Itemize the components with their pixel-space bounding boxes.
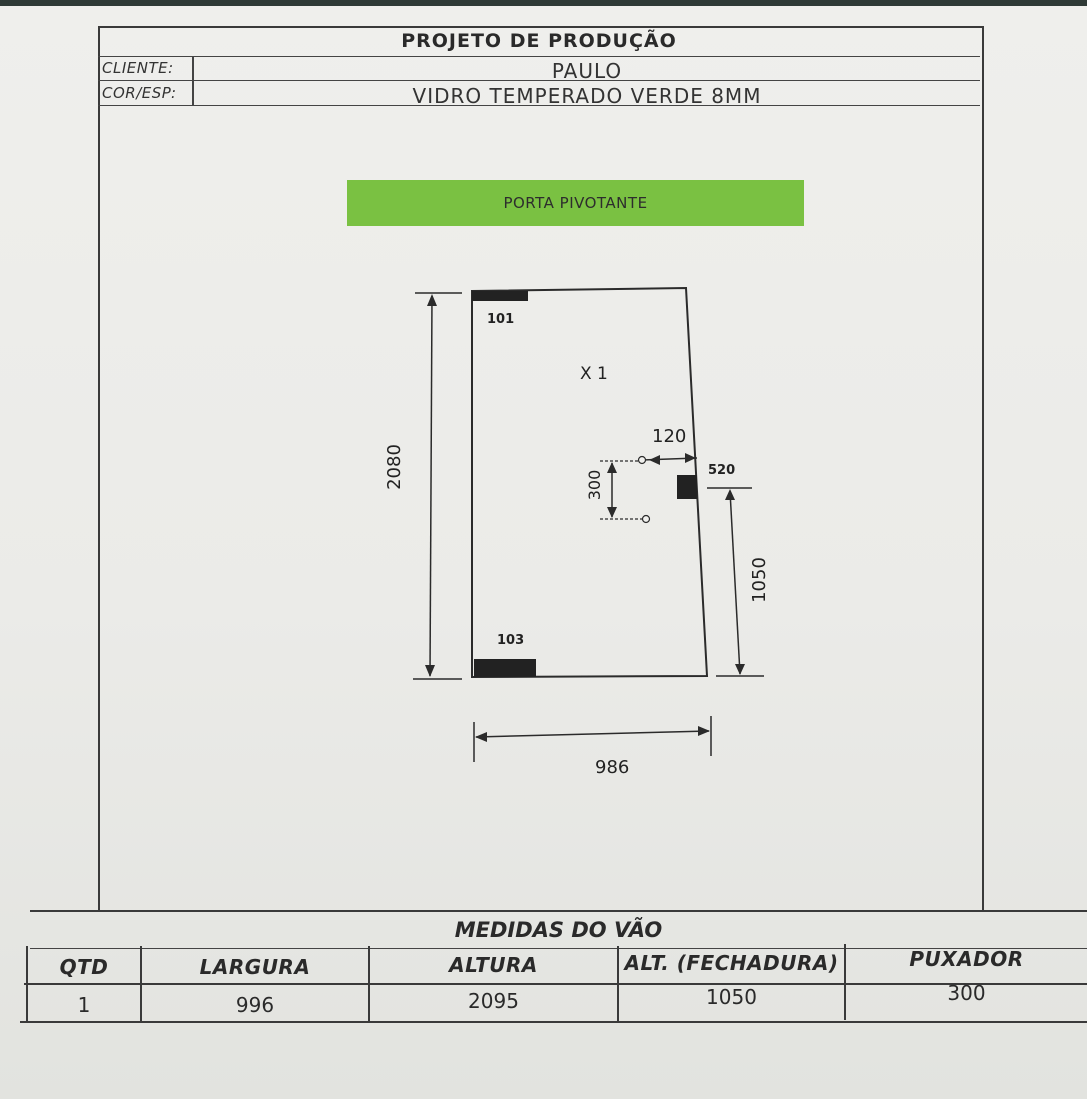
client-value: PAULO [551, 59, 623, 83]
document-title: PROJETO DE PRODUÇÃO [98, 26, 980, 57]
table-header-qtd: QTD [59, 955, 109, 979]
client-row: CLIENTE: PAULO [98, 56, 980, 83]
width-dim-line [475, 730, 710, 738]
bottom-pivot-block [474, 659, 536, 677]
handle-length-arrow-bottom [607, 507, 617, 518]
top-pivot-block [472, 291, 528, 301]
table-col-divider [368, 946, 370, 1022]
table-header-altura: ALTURA [449, 953, 538, 977]
width-dim-label: 986 [595, 757, 630, 778]
table-header-puxador: PUXADOR [909, 947, 1024, 971]
lock-height-arrow-bottom [735, 664, 745, 675]
lock-height-line [729, 490, 741, 675]
height-dim-label: 2080 [384, 444, 405, 490]
table-bottom-border [20, 1021, 1087, 1023]
table-header-largura: LARGURA [199, 955, 311, 979]
lock-height-label: 1050 [749, 557, 770, 603]
table-left-border [26, 946, 28, 1022]
door-panel-outline [471, 286, 709, 679]
lock-height-arrow-top [725, 489, 735, 500]
table-title: MEDIDAS DO VÃO [30, 910, 1087, 949]
height-dim-arrow-top [427, 294, 437, 306]
handle-length-arrow-top [607, 462, 617, 473]
table-header-alt-fechadura: ALT. (FECHADURA) [624, 951, 839, 975]
table-cell-qtd: 1 [77, 993, 91, 1017]
lock-label: 520 [708, 463, 736, 478]
height-dim-arrow-bottom [425, 665, 435, 677]
handle-length-label: 300 [585, 469, 604, 501]
table-col-divider [844, 944, 846, 1020]
width-dim-arrow-right [698, 726, 710, 736]
table-row-divider [24, 983, 1087, 985]
table-cell-puxador: 300 [947, 981, 986, 1005]
table-cell-alt-fechadura: 1050 [706, 985, 757, 1009]
color-spec-label: COR/ESP: [102, 84, 177, 102]
width-dim-arrow-left [475, 732, 487, 742]
handle-offset-label: 120 [652, 426, 687, 447]
row-divider [192, 56, 194, 80]
table-col-divider [140, 946, 142, 1022]
row-divider [192, 81, 194, 105]
document-frame [98, 26, 984, 910]
handle-hole-top [637, 455, 647, 465]
client-label: CLIENTE: [102, 59, 174, 77]
handle-offset-arrow-right [685, 453, 696, 463]
bottom-hardware-label: 103 [497, 633, 525, 648]
background-edge [0, 0, 1087, 6]
handle-hole-bottom [641, 514, 651, 524]
top-hardware-label: 101 [487, 312, 515, 327]
quantity-mark: X 1 [580, 364, 608, 384]
table-col-divider [617, 946, 619, 1022]
handle-offset-arrow [649, 455, 660, 465]
table-cell-altura: 2095 [468, 989, 519, 1013]
color-spec-row: COR/ESP: VIDRO TEMPERADO VERDE 8MM [98, 81, 980, 108]
color-spec-value: VIDRO TEMPERADO VERDE 8MM [412, 84, 762, 108]
lock-block [677, 475, 697, 499]
height-dim-line [429, 295, 433, 677]
product-type-banner: PORTA PIVOTANTE [347, 180, 804, 226]
table-cell-largura: 996 [235, 993, 275, 1017]
